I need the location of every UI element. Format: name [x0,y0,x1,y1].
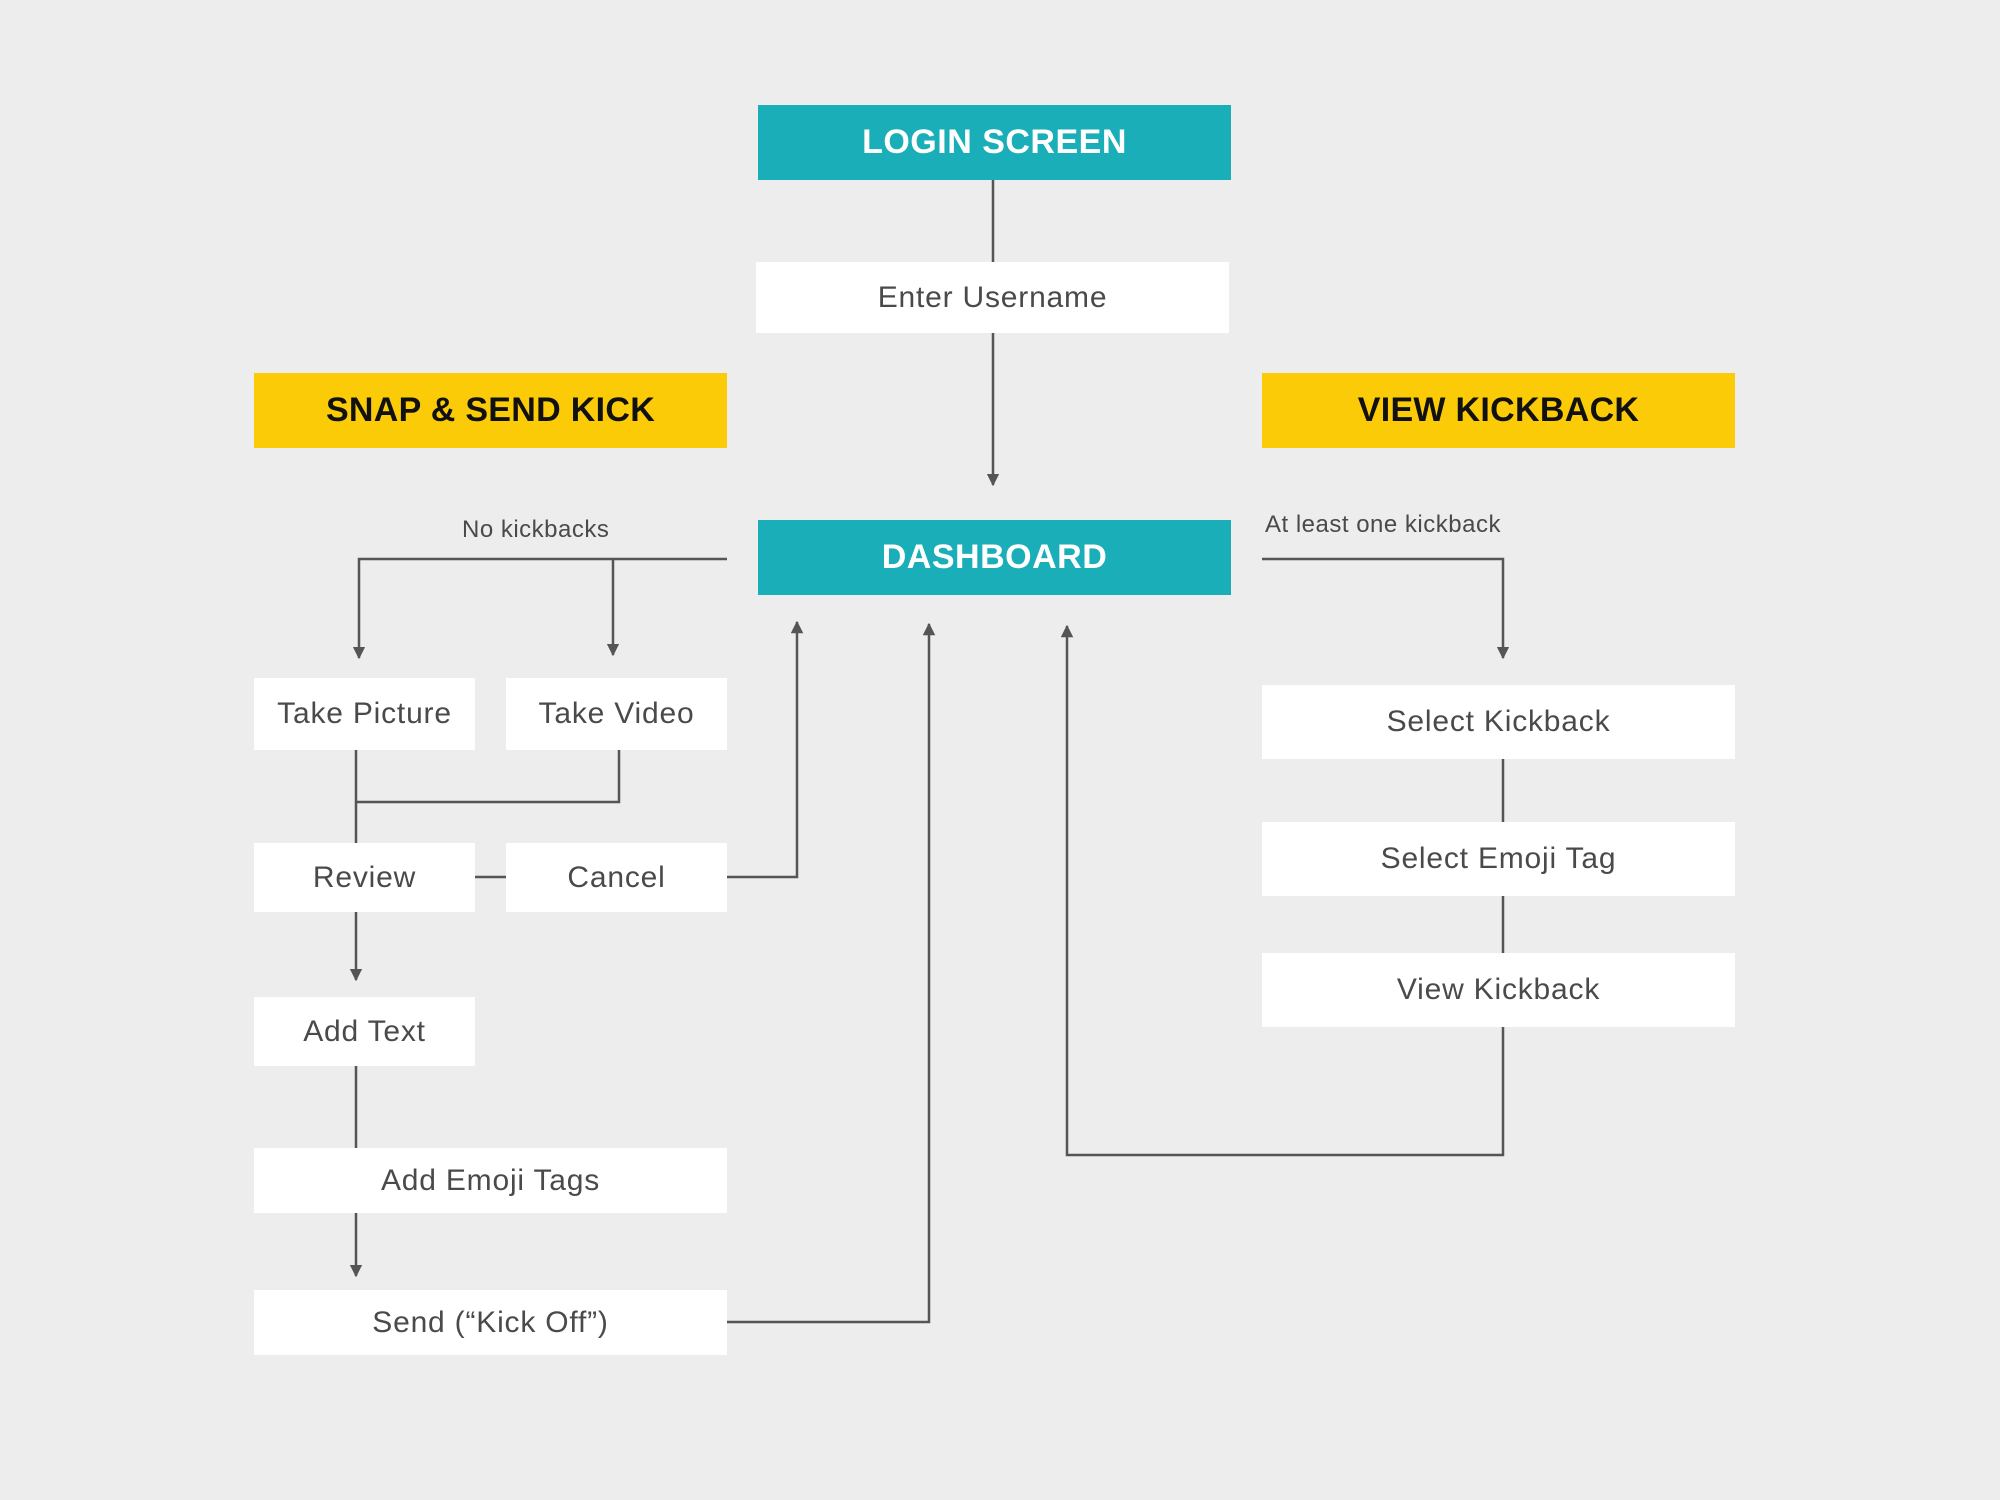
arrow-view-kickback-dashboard [1060,624,1505,1157]
connector-take-video-merge [356,750,621,804]
view-kickback-header: VIEW KICKBACK [1262,373,1735,448]
add-text-node: Add Text [254,997,475,1066]
arrow-send-dashboard [727,622,936,1324]
condition-no-kickbacks: No kickbacks [462,516,610,543]
dashboard-node: DASHBOARD [758,520,1231,595]
condition-at-least-one-kickback: At least one kickback [1265,511,1501,538]
view-kickback-node: View Kickback [1262,953,1735,1027]
send-kick-off-node: Send (“Kick Off”) [254,1290,727,1355]
enter-username-node: Enter Username [756,262,1229,333]
select-emoji-tag-node: Select Emoji Tag [1262,822,1735,896]
take-video-node: Take Video [506,678,727,750]
arrow-dashboard-take-picture [352,557,727,660]
arrow-cancel-dashboard [727,620,804,879]
take-picture-node: Take Picture [254,678,475,750]
cancel-node: Cancel [506,843,727,912]
review-node: Review [254,843,475,912]
arrow-dashboard-select-kickback [1262,557,1510,660]
login-screen-node: LOGIN SCREEN [758,105,1231,180]
select-kickback-node: Select Kickback [1262,685,1735,759]
add-emoji-tags-node: Add Emoji Tags [254,1148,727,1213]
snap-send-kick-header: SNAP & SEND KICK [254,373,727,448]
